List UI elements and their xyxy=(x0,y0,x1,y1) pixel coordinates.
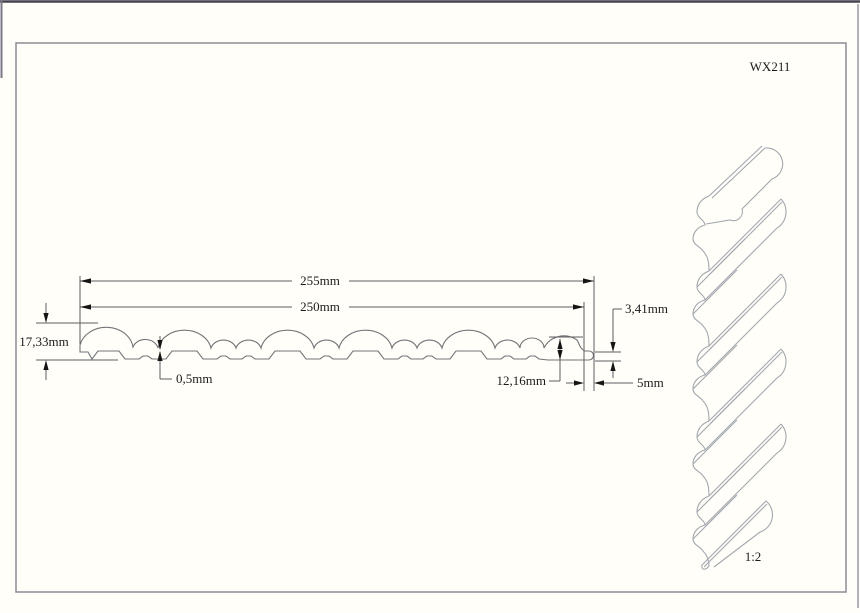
arrow-tail-up xyxy=(610,361,616,371)
arrow-5-right xyxy=(574,380,584,386)
arrow-250-right xyxy=(573,304,584,310)
top-face-edge-outer xyxy=(708,145,763,197)
band-1 xyxy=(692,198,787,315)
arrow-end-down xyxy=(557,350,563,360)
arrow-250-left xyxy=(80,304,91,310)
arrow-height-up xyxy=(43,360,49,370)
dim-label-groove-step: 0,5mm xyxy=(176,371,212,386)
arrow-255-left xyxy=(80,278,91,284)
scale-label: 1:2 xyxy=(745,549,762,564)
band-4 xyxy=(692,423,787,540)
perspective-view xyxy=(692,145,787,570)
dimension-arrowheads xyxy=(43,278,616,386)
top-face-profile xyxy=(705,147,784,225)
band-3 xyxy=(692,348,787,465)
dim-label-end-height: 12,16mm xyxy=(497,373,546,388)
arrow-step-up xyxy=(157,351,163,361)
arrow-height-down xyxy=(43,313,49,323)
top-face-edge-inner xyxy=(711,147,766,199)
dim-label-profile-height: 17,33mm xyxy=(19,334,68,349)
perspective-left-edge xyxy=(692,195,710,570)
dim-label-overall-length: 255mm xyxy=(300,273,340,288)
dim-label-body-length: 250mm xyxy=(300,299,340,314)
part-number-label: WX211 xyxy=(750,59,791,74)
dim-label-tail-length: 5mm xyxy=(637,375,664,390)
dimension-lines xyxy=(36,276,633,391)
dim-label-tail-thickness: 3,41mm xyxy=(625,301,668,316)
arrow-255-right xyxy=(583,278,594,284)
cross-section-profile xyxy=(79,326,595,361)
arrow-tail-down xyxy=(610,342,616,352)
bottom-band-edge xyxy=(703,503,768,568)
profile-outline xyxy=(79,326,595,361)
arrow-step-down xyxy=(157,340,163,350)
band-2 xyxy=(692,273,787,390)
arrow-5-left xyxy=(594,380,604,386)
sheet-border xyxy=(15,42,847,593)
bottom-band xyxy=(702,500,773,568)
arrow-end-up xyxy=(557,339,563,349)
